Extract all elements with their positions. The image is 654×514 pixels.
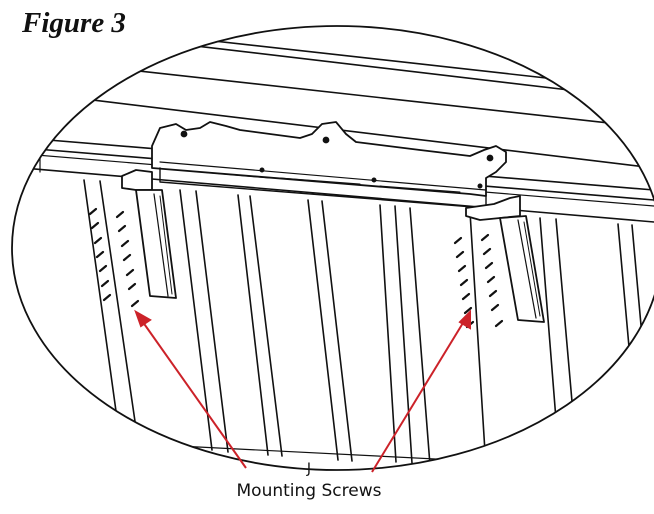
detail-view-outline — [11, 25, 654, 471]
callout-label-text: Mounting Screws — [236, 481, 382, 501]
figure-title: Figure 3 — [22, 7, 126, 39]
callout-letter-text: J — [306, 461, 312, 477]
right-arrowhead — [458, 309, 471, 330]
right-callout-arrow — [371, 317, 467, 473]
callout-letter: J — [0, 461, 654, 477]
callout-label: Mounting Screws — [0, 481, 654, 501]
left-arrowhead — [134, 309, 152, 328]
right-mounting-screws — [453, 233, 504, 329]
left-callout-arrow — [139, 317, 247, 469]
left-mounting-screws — [88, 207, 140, 308]
mounting-bracket-plate — [151, 121, 507, 209]
left-bracket-post — [121, 169, 177, 299]
right-bracket-post — [465, 195, 545, 323]
callout-arrows — [134, 309, 471, 473]
